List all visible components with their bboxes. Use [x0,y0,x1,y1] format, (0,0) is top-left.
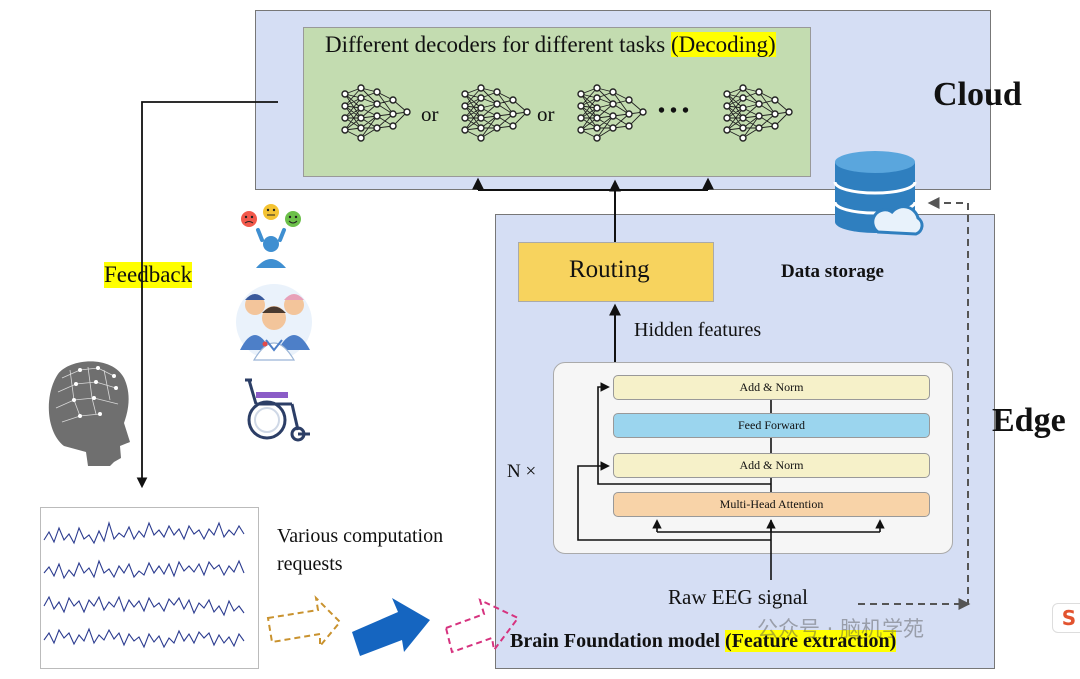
storage-dashed-arrow [858,197,969,605]
routing-to-decoders-arrows [472,177,714,242]
neural-network-icon-4 [723,84,793,142]
decoder-title-highlight: (Decoding) [670,32,776,57]
solid-arrow-blue [352,598,430,656]
separator-or-2: or [537,102,555,126]
database-cloud-icon [833,151,924,236]
brain-head-icon [48,361,130,466]
raw-eeg-label: Raw EEG signal [668,585,808,609]
corner-logo: S [1052,603,1080,633]
separator-or-1: or [421,102,439,126]
cloud-label: Cloud [933,76,1022,113]
neural-network-icon-3 [577,84,647,142]
attention-block: Multi-Head Attention [613,492,930,517]
add-norm-bottom-label: Add & Norm [739,458,804,472]
decoder-title-text: Different decoders for different tasks [325,32,671,57]
wheelchair-icon [245,378,310,442]
watermark-text: 公众号 · 脑机学苑 [757,617,925,641]
foundation-title-text: Brain Foundation model [510,630,726,652]
add-norm-bottom: Add & Norm [613,453,930,478]
emotion-faces-icon [241,204,301,268]
edge-label: Edge [992,402,1066,439]
separator-ellipsis: • • • [658,100,690,122]
feedback-arrow [136,101,278,489]
requests-line-1: Various computation [277,525,444,547]
add-norm-top-label: Add & Norm [739,380,804,394]
decoder-title: Different decoders for different tasks (… [325,32,776,58]
dashed-arrow-pink [444,598,520,654]
repeat-label: N × [507,461,537,482]
neural-network-icon-2 [461,84,531,142]
feed-forward-block: Feed Forward [613,413,930,438]
feed-forward-label: Feed Forward [738,418,805,432]
data-storage-label: Data storage [781,261,884,282]
corner-logo-letter: S [1061,606,1077,630]
requests-line-2: requests [277,553,343,575]
dashed-arrow-orange [266,595,342,649]
routing-label: Routing [569,256,650,283]
transformer-connections [577,382,885,580]
feedback-label: Feedback [104,262,193,288]
foundation-title-highlight: (Feature extraction) [725,630,897,652]
medical-staff-icon [236,284,312,361]
foundation-model-title: Brain Foundation model (Feature extracti… [510,630,897,653]
routing-box [518,242,714,302]
eeg-waveforms [43,521,245,649]
add-norm-top: Add & Norm [613,375,930,400]
attention-label: Multi-Head Attention [719,497,824,511]
hidden-features-label: Hidden features [634,319,762,341]
neural-network-icon-1 [341,84,411,142]
